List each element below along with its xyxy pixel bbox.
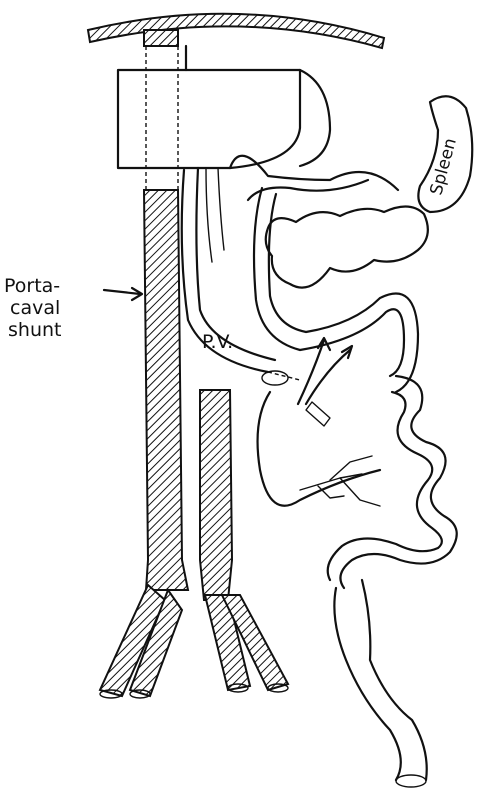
duodenum: [230, 156, 398, 200]
label-shunt-line2: caval: [10, 297, 60, 319]
label-shunt-line1: Porta-: [4, 275, 60, 297]
diaphragm: [88, 14, 384, 48]
colon: [334, 580, 426, 787]
aorta: [200, 390, 288, 692]
label-portal-vein: P.V.: [202, 331, 233, 353]
shunt-pointer: [104, 288, 142, 300]
inferior-vena-cava: [100, 30, 188, 698]
label-shunt-line3: shunt: [8, 319, 61, 341]
small-intestine-coils: [328, 376, 457, 588]
spleen: Spleen: [418, 96, 472, 212]
liver: [118, 46, 330, 168]
mesentery: [258, 392, 380, 506]
pancreas: [266, 206, 428, 287]
